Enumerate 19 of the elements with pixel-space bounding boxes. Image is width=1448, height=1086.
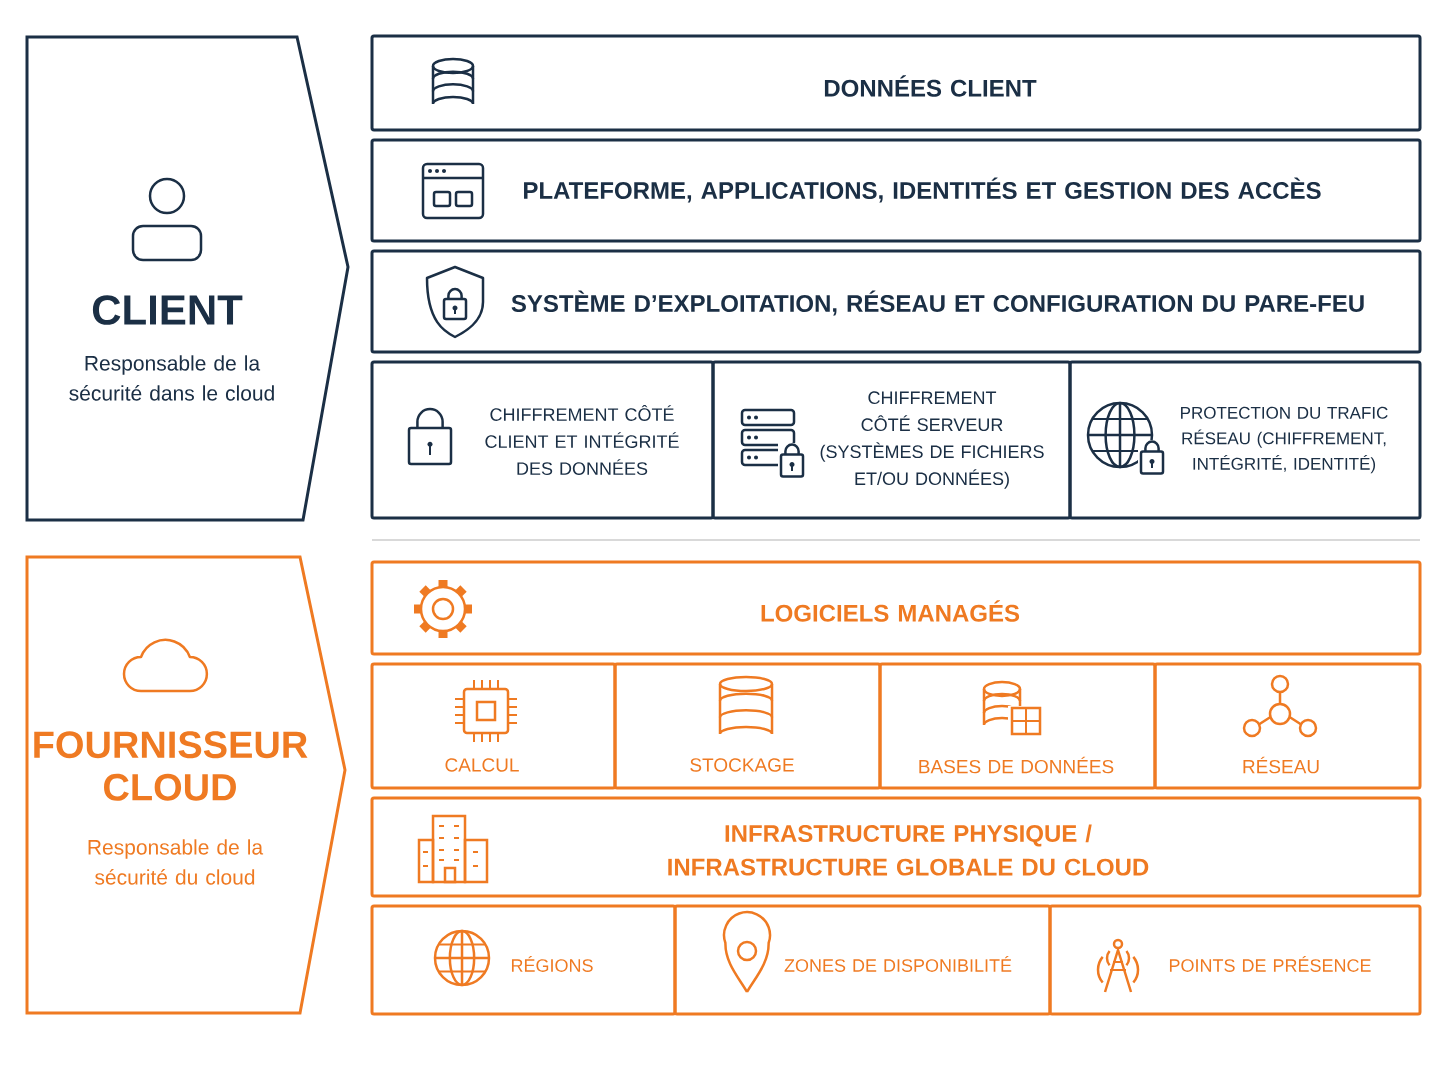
layer-box: BASES DE DONNÉES xyxy=(878,662,1157,790)
layer-box: PLATEFORME, APPLICATIONS, IDENTITÉS ET GESTION DES ACCÈS xyxy=(370,138,1422,243)
role-description: Responsable de la sécurité dans le cloud xyxy=(69,355,274,401)
role-title: CLIENT xyxy=(92,295,243,325)
layer-box: DONNÉES CLIENT xyxy=(370,34,1422,132)
role-title: FOURNISSEUR CLOUD xyxy=(34,731,308,801)
layer-box: PROTECTION DU TRAFIC RÉSEAU (CHIFFREMENT, INTÉGRITÉ, IDENTITÉ) xyxy=(1068,360,1422,520)
layer-box: INFRASTRUCTURE PHYSIQUE / INFRASTRUCTURE GLOBALE DU CLOUD xyxy=(370,796,1422,898)
layer-box: LOGICIELS MANAGÉS xyxy=(370,560,1422,656)
layer-box: POINTS DE PRÉSENCE xyxy=(1048,904,1422,1016)
role-description: Responsable de la sécurité du cloud xyxy=(88,839,264,885)
layer-box: CHIFFREMENT CÔTÉ CLIENT ET INTÉGRITÉ DES DONNÉES xyxy=(370,360,715,520)
layer-box: STOCKAGE xyxy=(613,662,882,790)
layer-box: RÉSEAU xyxy=(1153,662,1422,790)
layer-box: ZONES DE DISPONIBILITÉ xyxy=(673,904,1052,1016)
layer-box: RÉGIONS xyxy=(370,904,677,1016)
layer-box: CHIFFREMENT CÔTÉ SERVEUR (SYSTÈMES DE FICHIERS ET/OU DONNÉES) xyxy=(711,360,1072,520)
layer-box: CALCUL xyxy=(370,662,617,790)
layer-box: SYSTÈME D’EXPLOITATION, RÉSEAU ET CONFIGURATION DU PARE-FEU xyxy=(370,249,1422,354)
